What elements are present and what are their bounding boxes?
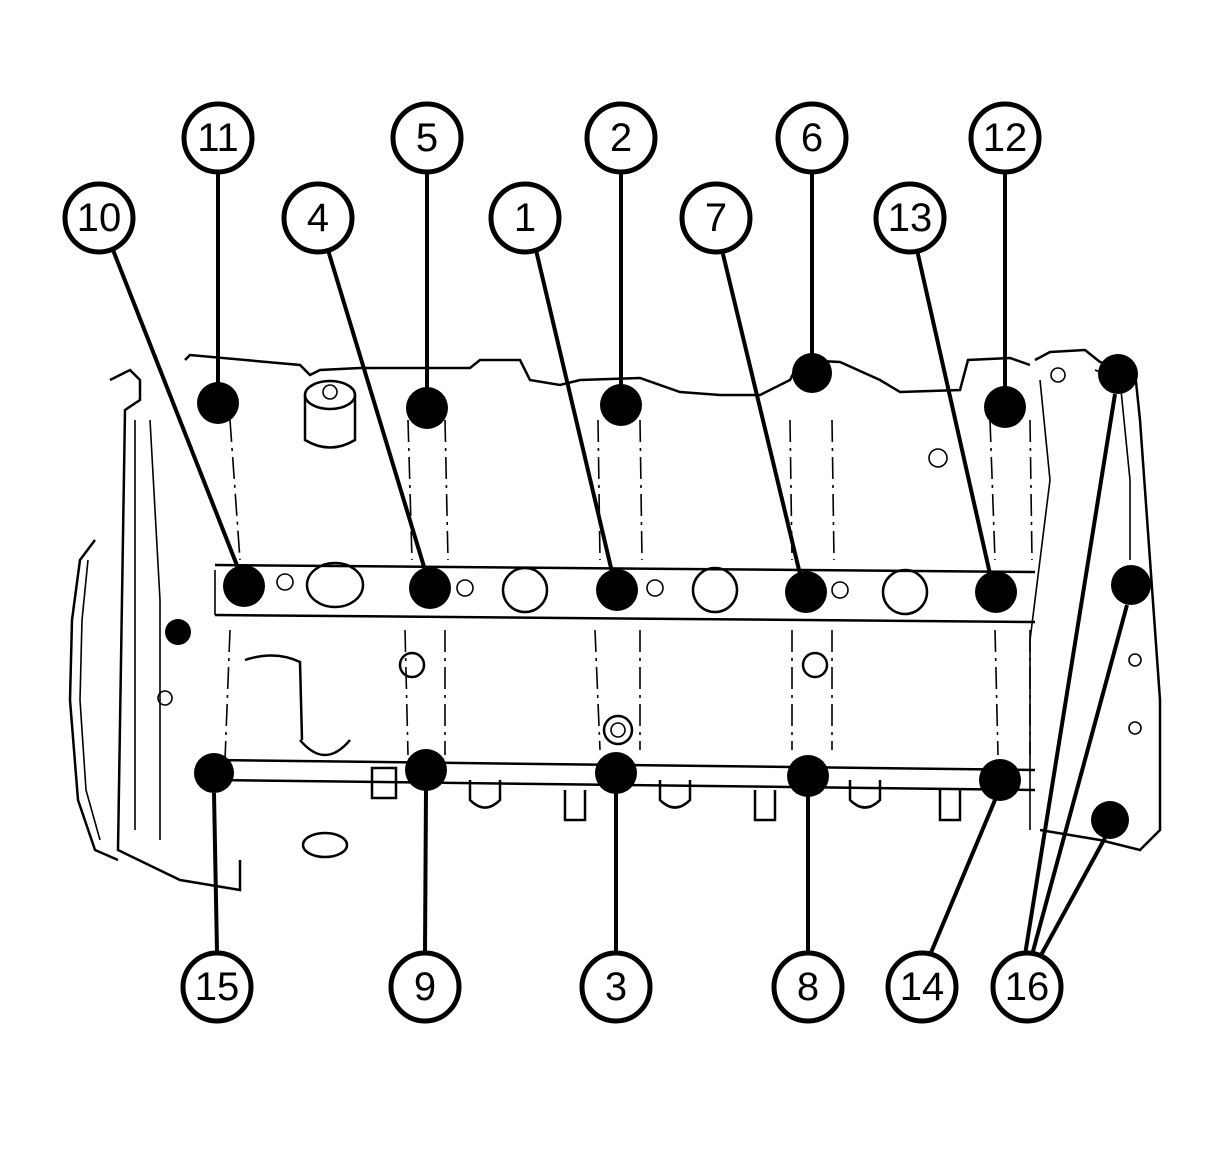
callout-7-label: 7 xyxy=(705,196,727,240)
bolt-5 xyxy=(406,387,448,429)
callout-12: 12 xyxy=(968,101,1042,175)
callout-14-label: 14 xyxy=(900,965,945,1009)
callout-15-label: 15 xyxy=(195,965,240,1009)
bolt-aux xyxy=(165,619,191,645)
callout-11: 11 xyxy=(181,101,255,175)
callout-8-label: 8 xyxy=(797,965,819,1009)
bolt-13 xyxy=(975,571,1017,613)
callout-11-label: 11 xyxy=(197,116,239,160)
callout-16: 16 xyxy=(990,950,1064,1024)
bolt-10 xyxy=(223,565,265,607)
callout-16-label: 16 xyxy=(1005,965,1050,1009)
bolt-14 xyxy=(979,759,1021,801)
callout-3: 3 xyxy=(579,950,653,1024)
bolt-4 xyxy=(409,567,451,609)
callout-4-label: 4 xyxy=(307,196,329,240)
callout-7: 7 xyxy=(679,181,753,255)
bolt-16b xyxy=(1111,565,1151,605)
bolt-9 xyxy=(405,749,447,791)
bolt-7 xyxy=(785,571,827,613)
bolt-11 xyxy=(197,382,239,424)
callout-13: 13 xyxy=(873,181,947,255)
bolt-8 xyxy=(787,755,829,797)
bolt-3 xyxy=(595,752,637,794)
bolt-16c xyxy=(1091,801,1129,839)
callout-9-label: 9 xyxy=(414,965,436,1009)
callout-2-label: 2 xyxy=(610,116,632,160)
callout-6: 6 xyxy=(775,101,849,175)
callout-12-label: 12 xyxy=(983,116,1028,160)
bolt-16a xyxy=(1098,354,1138,394)
bolt-2 xyxy=(600,384,642,426)
callout-6-label: 6 xyxy=(801,116,823,160)
callout-1: 1 xyxy=(488,181,562,255)
callout-8: 8 xyxy=(771,950,845,1024)
callout-1-label: 1 xyxy=(514,196,536,240)
leader-lines xyxy=(111,174,1129,958)
callout-10-label: 10 xyxy=(77,196,122,240)
callout-13-label: 13 xyxy=(888,196,933,240)
callouts: 11 5 2 6 12 10 4 1 xyxy=(62,101,1064,1024)
callout-14: 14 xyxy=(885,950,959,1024)
callout-9: 9 xyxy=(388,950,462,1024)
bolt-1 xyxy=(596,569,638,611)
callout-5-label: 5 xyxy=(416,116,438,160)
bolt-12 xyxy=(984,386,1026,428)
bolt-6 xyxy=(792,353,832,393)
callout-15: 15 xyxy=(180,950,254,1024)
callout-5: 5 xyxy=(390,101,464,175)
bolt-15 xyxy=(194,753,234,793)
callout-2: 2 xyxy=(584,101,658,175)
bolt-heads xyxy=(165,353,1151,839)
callout-3-label: 3 xyxy=(605,965,627,1009)
callout-10: 10 xyxy=(62,181,136,255)
callout-4: 4 xyxy=(281,181,355,255)
